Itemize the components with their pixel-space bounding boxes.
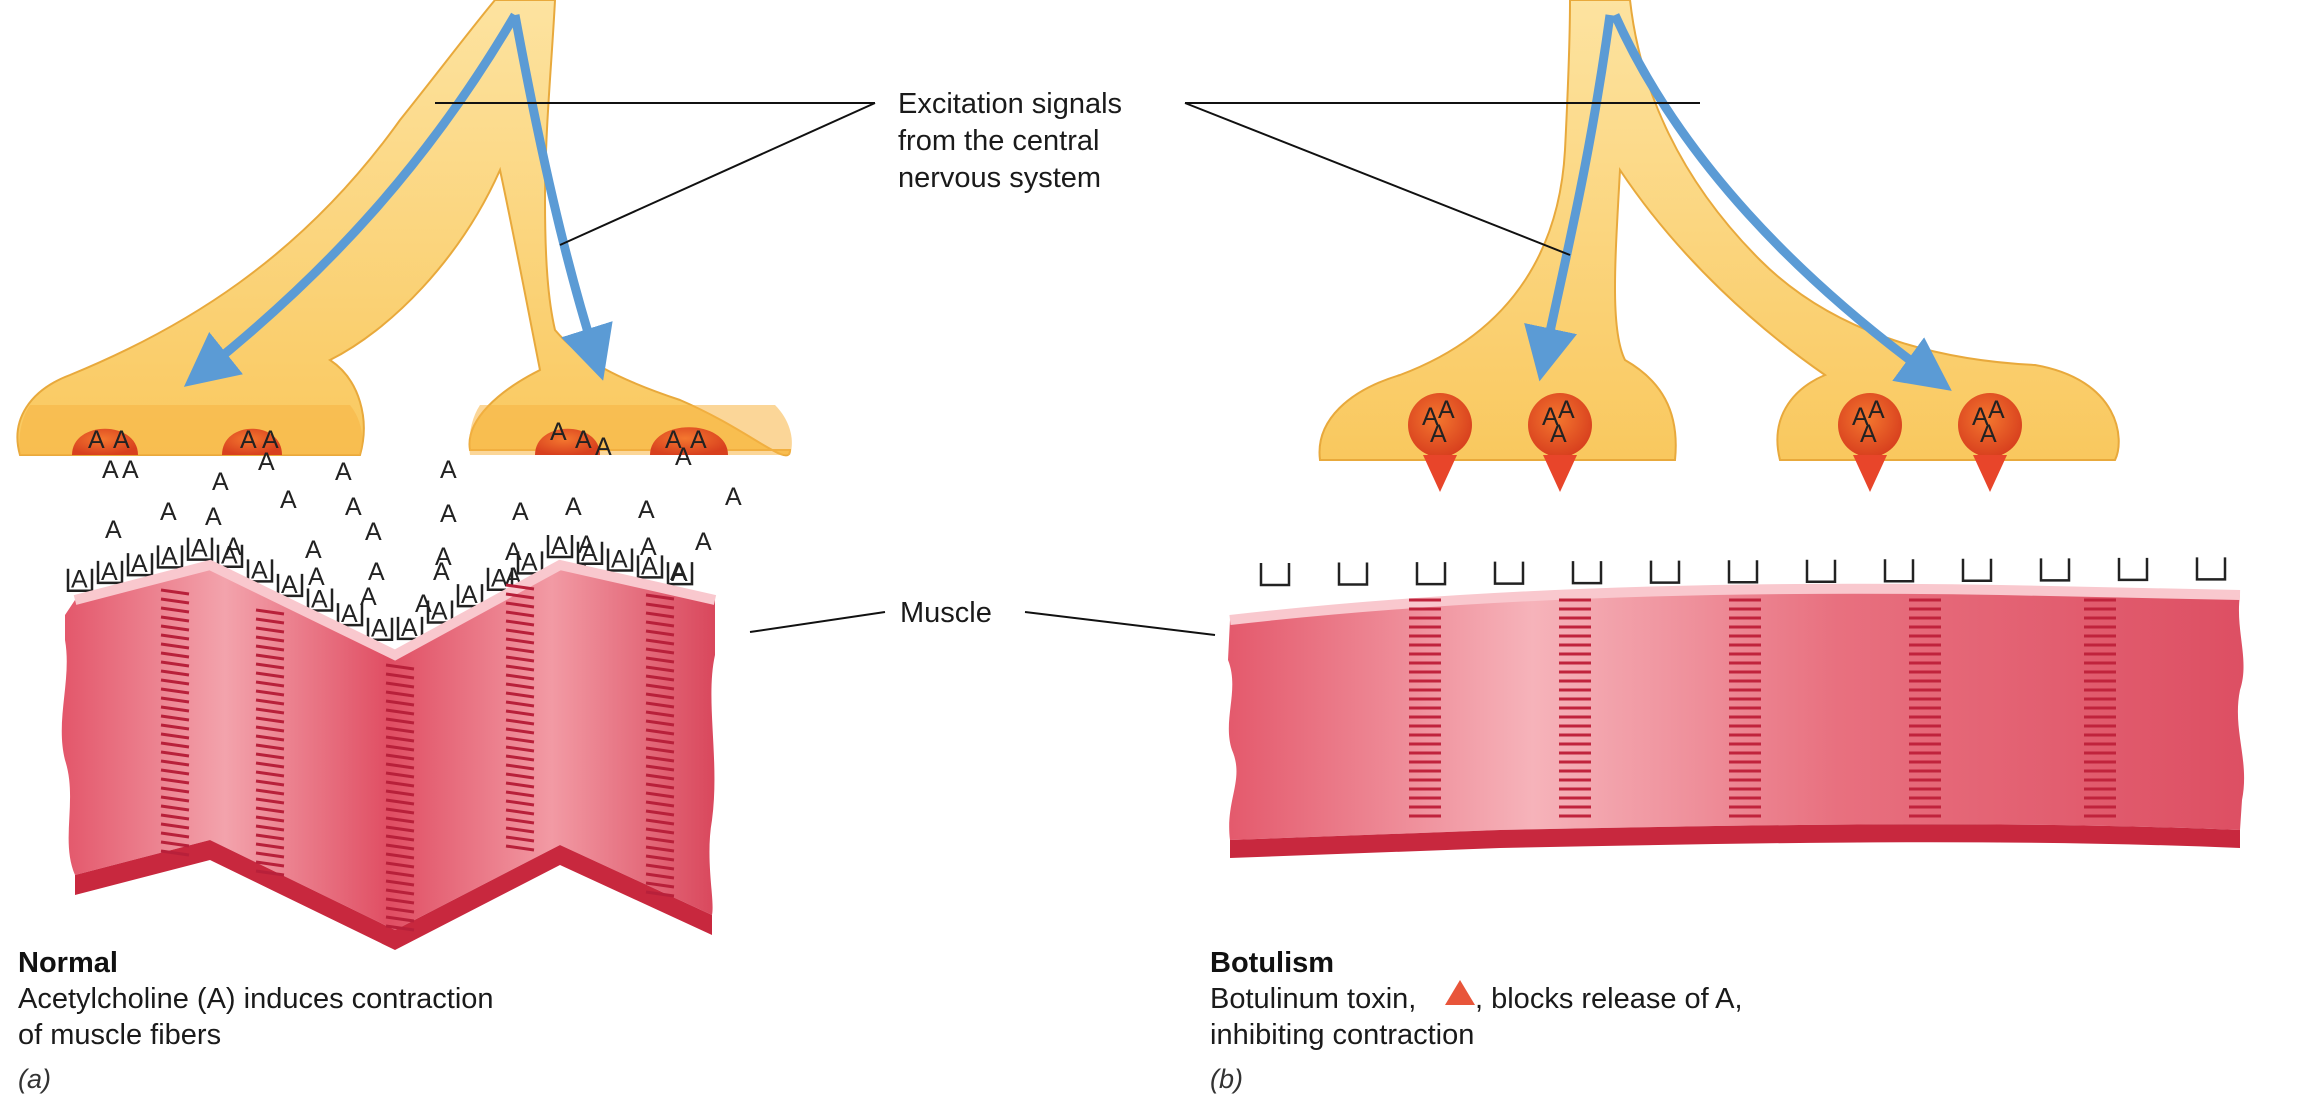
acetylcholine-a: A: [335, 458, 352, 486]
acetylcholine-bound: A: [251, 556, 268, 584]
acetylcholine-a: A: [433, 558, 450, 586]
acetylcholine-bound: A: [401, 614, 418, 642]
acetylcholine-a: A: [725, 483, 742, 511]
acetylcholine-a: A: [368, 558, 385, 586]
receptor-empty: [1963, 559, 1991, 581]
acetylcholine-bound: A: [221, 542, 238, 570]
acetylcholine-bound: A: [371, 615, 388, 643]
acetylcholine-a: A: [88, 426, 105, 454]
acetylcholine-bound: A: [281, 571, 298, 599]
acetylcholine-a: A: [440, 456, 457, 484]
botulinum-toxin: [1853, 455, 1887, 492]
acetylcholine-a: A: [638, 496, 655, 524]
acetylcholine-bound: A: [341, 600, 358, 628]
acetylcholine-a: A: [212, 468, 229, 496]
acetylcholine-bound: A: [491, 565, 508, 593]
panel-a-title: Normal: [18, 947, 118, 979]
excitation-label-line2: from the central: [898, 125, 1099, 157]
synaptic-knob-right-a: [469, 405, 792, 455]
acetylcholine-bound: A: [71, 566, 88, 594]
acetylcholine-bound: A: [671, 559, 688, 587]
acetylcholine-bound: A: [551, 532, 568, 560]
panel-b-caption-line1-start: Botulinum toxin,: [1210, 983, 1416, 1015]
acetylcholine-trapped: A: [1550, 420, 1567, 448]
acetylcholine-bound: A: [521, 548, 538, 576]
acetylcholine-a: A: [160, 498, 177, 526]
receptor-empty: [1495, 562, 1523, 584]
acetylcholine-bound: A: [641, 552, 658, 580]
receptor-empty: [1339, 563, 1367, 585]
receptor-empty: [2119, 558, 2147, 580]
acetylcholine-a: A: [575, 426, 592, 454]
receptor-empty: [1573, 561, 1601, 583]
acetylcholine-a: A: [305, 536, 322, 564]
acetylcholine-a: A: [102, 456, 119, 484]
acetylcholine-a: A: [122, 456, 139, 484]
panel-a-part-label: (a): [18, 1064, 51, 1094]
acetylcholine-a: A: [105, 516, 122, 544]
panel-b-caption-line2: inhibiting contraction: [1210, 1019, 1474, 1051]
muscle-label: Muscle: [900, 597, 992, 629]
botulinum-toxin: [1423, 455, 1457, 492]
acetylcholine-a: A: [695, 528, 712, 556]
acetylcholine-trapped: A: [1430, 420, 1447, 448]
acetylcholine-a: A: [512, 498, 529, 526]
acetylcholine-a: A: [690, 426, 707, 454]
excitation-label-line1: Excitation signals: [898, 88, 1122, 120]
acetylcholine-a: A: [440, 500, 457, 528]
acetylcholine-trapped: A: [1980, 420, 1997, 448]
nerve-axon-b: [1320, 0, 2119, 460]
acetylcholine-trapped: A: [1860, 420, 1877, 448]
acetylcholine-bound: A: [431, 597, 448, 625]
acetylcholine-bound: A: [191, 535, 208, 563]
acetylcholine-a: A: [675, 443, 692, 471]
receptor-empty: [1807, 560, 1835, 582]
panel-a-caption-line1: Acetylcholine (A) induces contraction: [18, 983, 494, 1015]
acetylcholine-a: A: [365, 518, 382, 546]
panel-b-part-label: (b): [1210, 1064, 1243, 1094]
acetylcholine-bound: A: [161, 542, 178, 570]
acetylcholine-bound: A: [461, 581, 478, 609]
acetylcholine-bound: A: [131, 550, 148, 578]
acetylcholine-a: A: [565, 493, 582, 521]
synaptic-knob-left-a: [19, 405, 362, 455]
receptor-empty: [1729, 560, 1757, 582]
excitation-label-line3: nervous system: [898, 162, 1101, 194]
nerve-axon-a: [17, 0, 790, 455]
acetylcholine-a: A: [205, 503, 222, 531]
botulinum-toxin: [1543, 455, 1577, 492]
receptor-empty: [1885, 559, 1913, 581]
acetylcholine-a: A: [258, 448, 275, 476]
acetylcholine-bound: A: [581, 539, 598, 567]
receptor-empty: [2197, 557, 2225, 579]
acetylcholine-a: A: [280, 486, 297, 514]
panel-b-caption-line1-end: , blocks release of A,: [1475, 983, 1743, 1015]
receptor-empty: [1651, 561, 1679, 583]
receptors-empty-b: [1261, 557, 2225, 585]
acetylcholine-bound: A: [611, 546, 628, 574]
acetylcholine-a: A: [345, 493, 362, 521]
acetylcholine-a: A: [240, 426, 257, 454]
acetylcholine-bound: A: [311, 586, 328, 614]
acetylcholine-a: A: [113, 426, 130, 454]
panel-a-caption-line2: of muscle fibers: [18, 1019, 221, 1051]
acetylcholine-bound: A: [101, 558, 118, 586]
receptor-empty: [1261, 563, 1289, 585]
acetylcholine-a: A: [595, 433, 612, 461]
receptor-empty: [1417, 562, 1445, 584]
receptor-empty: [2041, 558, 2069, 580]
toxin-icon: [1445, 980, 1475, 1005]
botulinum-toxin: [1973, 455, 2007, 492]
acetylcholine-a: A: [505, 538, 522, 566]
panel-b-title: Botulism: [1210, 947, 1334, 979]
acetylcholine-a: A: [550, 418, 567, 446]
